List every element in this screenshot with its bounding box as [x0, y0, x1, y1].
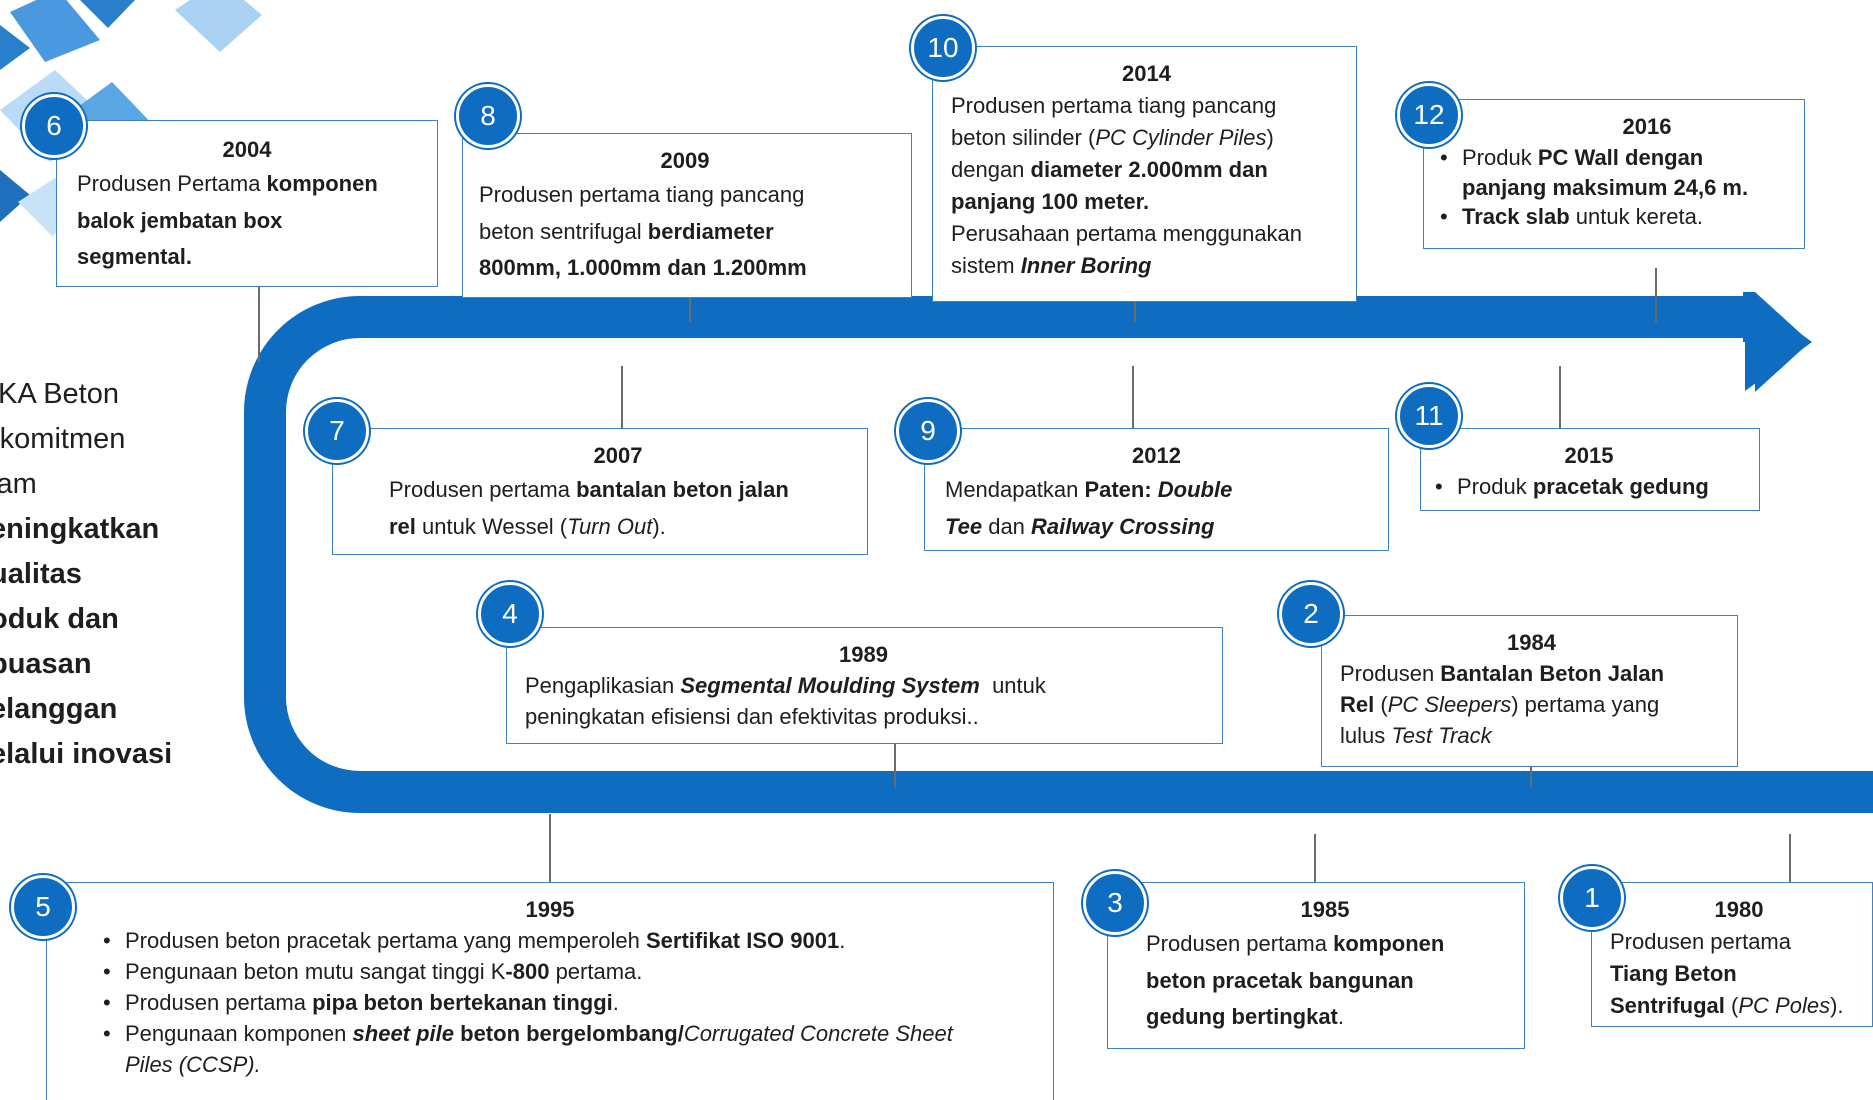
commitment-line: rkomitmen — [0, 423, 126, 455]
badge-9: 9 — [896, 399, 960, 463]
connector-8 — [689, 298, 691, 322]
commitment-line: ualitas — [0, 558, 82, 590]
connector-5 — [549, 814, 551, 882]
milestone-text: Pengaplikasian Segmental Moulding System… — [525, 673, 1046, 730]
badge-8: 8 — [456, 84, 520, 148]
milestone-year: 1984 — [1507, 630, 1556, 655]
milestone-year: 2009 — [660, 148, 710, 173]
badge-1: 1 — [1560, 866, 1624, 930]
milestone-year: 2004 — [222, 137, 272, 162]
commitment-text: IKA Beton rkomitmen lam eningkatkan uali… — [0, 372, 220, 777]
commitment-line: elalui inovasi — [0, 738, 173, 770]
commitment-line: IKA Beton — [0, 378, 119, 410]
bullet-item: Produsen beton pracetak pertama yang mem… — [97, 926, 1033, 957]
badge-7: 7 — [305, 399, 369, 463]
commitment-line: puasan — [0, 648, 92, 680]
milestone-year: 2007 — [593, 443, 643, 468]
connector-2 — [1530, 767, 1532, 788]
milestone-year: 2016 — [1622, 114, 1672, 139]
milestone-2007-box: 2007 Produsen pertama bantalan beton jal… — [332, 428, 868, 555]
badge-12: 12 — [1397, 83, 1461, 147]
milestone-year: 2012 — [1132, 443, 1181, 468]
milestone-1989-box: 1989 Pengaplikasian Segmental Moulding S… — [506, 627, 1223, 744]
badge-5: 5 — [11, 875, 75, 939]
milestone-year: 1980 — [1714, 897, 1764, 922]
milestone-year: 1985 — [1300, 897, 1350, 922]
bullet-item: Pengunaan komponen sheet pile beton berg… — [97, 1019, 1033, 1081]
connector-6 — [258, 287, 260, 362]
commitment-line: lam — [0, 468, 37, 500]
bullet-item: Produsen pertama pipa beton bertekanan t… — [97, 988, 1033, 1019]
milestone-year: 1989 — [839, 642, 888, 667]
bullet-item: Track slab untuk kereta. — [1434, 202, 1790, 232]
milestone-year: 2014 — [1122, 61, 1171, 86]
milestone-bullets: Produsen beton pracetak pertama yang mem… — [67, 926, 1033, 1080]
connector-1 — [1789, 834, 1791, 882]
milestone-year: 2015 — [1564, 443, 1614, 468]
badge-10: 10 — [911, 16, 975, 80]
bullet-item: Pengunaan beton mutu sangat tinggi K-800… — [97, 957, 1033, 988]
badge-11: 11 — [1397, 384, 1461, 448]
connector-3 — [1314, 834, 1316, 882]
connector-9 — [1132, 366, 1134, 428]
badge-3: 3 — [1083, 871, 1147, 935]
badge-6: 6 — [22, 94, 86, 158]
connector-10 — [1134, 302, 1136, 322]
connector-4 — [894, 744, 896, 788]
milestone-bullets: Produk pracetak gedung — [1429, 472, 1749, 502]
milestone-year: 1995 — [525, 897, 575, 922]
connector-11 — [1559, 366, 1561, 428]
commitment-line: elanggan — [0, 693, 118, 725]
badge-2: 2 — [1279, 582, 1343, 646]
commitment-line: oduk dan — [0, 603, 119, 635]
bullet-item: Produk pracetak gedung — [1429, 472, 1749, 502]
connector-12 — [1655, 268, 1657, 322]
commitment-line: eningkatkan — [0, 513, 160, 545]
milestone-2015-box: 2015 Produk pracetak gedung — [1420, 428, 1760, 511]
milestone-1995-box: 1995 Produsen beton pracetak pertama yan… — [46, 882, 1054, 1100]
badge-4: 4 — [478, 582, 542, 646]
connector-7 — [621, 366, 623, 428]
